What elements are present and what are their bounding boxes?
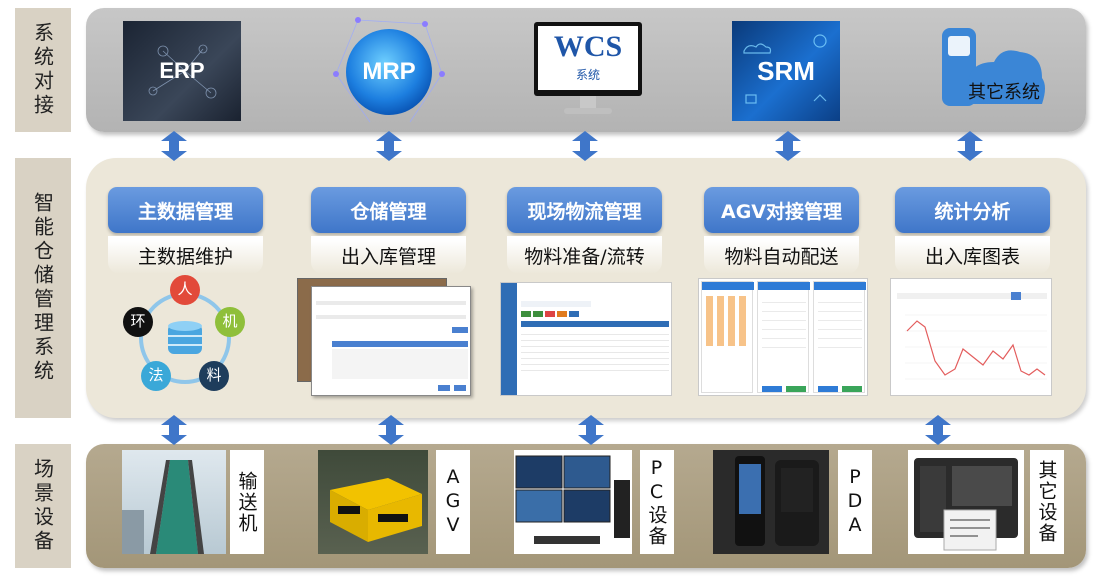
factor-material: 料 (206, 366, 222, 384)
ok-button (438, 385, 450, 391)
table-header (332, 341, 468, 347)
warehouse-screenshot (297, 278, 477, 398)
breadcrumb (521, 301, 591, 307)
wcs-label: WCS (553, 30, 623, 63)
factor-people: 人 (177, 280, 193, 298)
pda-icon (735, 456, 819, 546)
phone-header (758, 282, 810, 290)
phone-button (762, 386, 782, 392)
inout-line-chart (897, 292, 1047, 380)
double-arrow-icon (161, 415, 187, 445)
pc-icon (515, 455, 630, 544)
double-arrow-icon (957, 131, 983, 161)
conveyor-icon (122, 460, 204, 554)
logistics-screenshot (500, 282, 672, 396)
other-systems-icon (942, 28, 1045, 106)
double-arrow-icon (578, 415, 604, 445)
erp-network-icon (148, 44, 217, 99)
toolbar-button (533, 311, 543, 317)
module-warehouse-subtitle: 出入库管理 (311, 236, 466, 274)
mrp-globe-icon (333, 17, 445, 123)
toolbar-button (557, 311, 567, 317)
device-label-other: 其它设备 (1030, 450, 1064, 554)
erp-logo: ERP (123, 21, 241, 121)
stats-screenshot (890, 278, 1052, 396)
factor-method: 法 (148, 366, 164, 384)
module-statistics: 统计分析 (895, 187, 1050, 233)
double-arrow-icon (378, 415, 404, 445)
side-label-system-integration: 系统对接 (15, 8, 71, 132)
table-header (521, 321, 669, 327)
table-body (332, 349, 468, 379)
mrp-logo: MRP (330, 14, 448, 126)
wcs-logo: WCS 系统 (534, 22, 642, 118)
srm-label: SRM (757, 55, 815, 86)
toolbar-button (569, 311, 579, 317)
module-agv: AGV对接管理 (704, 187, 859, 233)
app-sidebar (501, 283, 517, 395)
phone-header (702, 282, 754, 290)
form-row (316, 315, 466, 319)
module-statistics-subtitle: 出入库图表 (895, 236, 1050, 274)
five-factors-diagram: 人 机 料 法 环 (118, 272, 253, 397)
wcs-sub-label: 系统 (575, 68, 600, 82)
pda-photo (713, 450, 829, 554)
agv-screenshot (698, 278, 868, 396)
phone-header (814, 282, 866, 290)
module-warehouse: 仓储管理 (311, 187, 466, 233)
module-onsite-logistics-subtitle: 物料准备/流转 (507, 236, 662, 274)
list-rows (762, 294, 806, 354)
device-label-agv: AGV (436, 450, 470, 554)
double-arrow-icon (572, 131, 598, 161)
phone-screen-menu (701, 281, 754, 393)
toolbar-button (521, 311, 531, 317)
mrp-label: MRP (362, 58, 416, 85)
factor-machine: 机 (222, 312, 238, 330)
module-master-data-subtitle: 主数据维护 (108, 236, 263, 274)
toolbar-button (545, 311, 555, 317)
query-button (452, 327, 468, 333)
five-factors-ring (123, 275, 245, 391)
srm-cloud-icons (743, 34, 827, 104)
device-label-pda: PDA (838, 450, 872, 554)
phone-button (818, 386, 838, 392)
other-systems-logo: 其它系统 (938, 26, 1048, 116)
module-onsite-logistics: 现场物流管理 (507, 187, 662, 233)
module-agv-subtitle: 物料自动配送 (704, 236, 859, 274)
phone-button (842, 386, 862, 392)
device-label-conveyor: 输送机 (230, 450, 264, 554)
double-arrow-icon (161, 131, 187, 161)
form-row (316, 301, 466, 305)
cancel-button (454, 385, 466, 391)
double-arrow-icon (376, 131, 402, 161)
erp-label: ERP (159, 58, 205, 83)
side-label-devices: 场景设备 (15, 444, 71, 568)
agv-icon (330, 478, 422, 542)
window-front (311, 286, 471, 396)
conveyor-photo (122, 450, 226, 554)
factor-environment: 环 (130, 312, 146, 330)
module-master-data: 主数据管理 (108, 187, 263, 233)
phone-screen-list (757, 281, 810, 393)
pc-photo (514, 450, 632, 554)
srm-logo: SRM (732, 21, 840, 121)
phone-screen-detail (813, 281, 866, 393)
wcs-monitor-neck (580, 96, 596, 108)
phone-button (786, 386, 806, 392)
list-rows (818, 294, 862, 354)
agv-photo (318, 450, 428, 554)
double-arrow-icon (925, 415, 951, 445)
device-label-pc: PC设备 (640, 450, 674, 554)
menu-icons-grid (706, 296, 750, 346)
side-label-wms: 智能仓储管理系统 (15, 158, 71, 418)
printer-icon (914, 458, 1018, 551)
wcs-monitor-screen (538, 26, 638, 90)
table-rows (521, 329, 669, 373)
other-systems-label: 其它系统 (968, 82, 1040, 103)
double-arrow-icon (775, 131, 801, 161)
wcs-monitor-base (564, 108, 612, 114)
printer-photo (908, 450, 1024, 554)
